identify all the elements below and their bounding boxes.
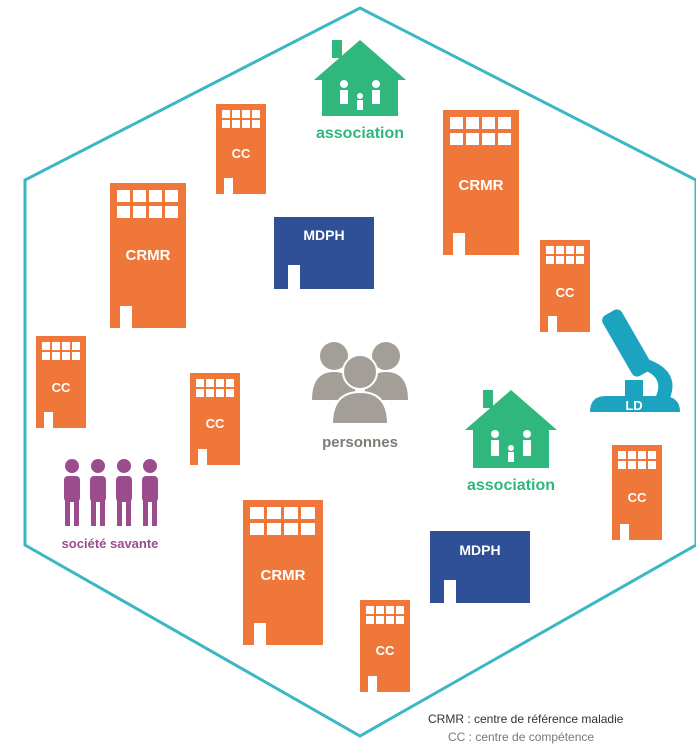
cc-label: CC (556, 285, 575, 300)
people-group-icon (64, 459, 158, 526)
association-top: association (314, 40, 406, 142)
cc-building: CC (360, 600, 410, 692)
cc-building: CC (216, 104, 266, 194)
microscope-icon (590, 309, 680, 412)
association-right: association (465, 390, 557, 494)
cc-label: CC (376, 643, 395, 658)
mdph-office: MDPH (430, 531, 530, 603)
cc-label: CC (52, 380, 71, 395)
societe-savante: société savante (62, 459, 159, 551)
cc-building: CC (36, 336, 86, 428)
legend-line-1: CRMR : centre de référence maladie (428, 712, 624, 726)
ld-label: LD (625, 398, 642, 413)
hexagon-frame (23, 6, 696, 738)
personnes-label: personnes (322, 434, 398, 451)
mdph-office: MDPH (274, 217, 374, 289)
legend-line-2: CC : centre de compétence (448, 730, 595, 744)
cc-building: CC (612, 445, 662, 540)
cc-label: CC (232, 146, 251, 161)
crmr-label: CRMR (261, 567, 306, 584)
cc-label: CC (206, 416, 225, 431)
mdph-label: MDPH (459, 542, 500, 558)
crmr-building: CRMR (443, 110, 519, 255)
cc-label: CC (628, 490, 647, 505)
association-label: association (467, 477, 555, 494)
crmr-label: CRMR (126, 247, 171, 264)
mdph-label: MDPH (303, 227, 344, 243)
association-label: association (316, 125, 404, 142)
cc-building: CC (540, 240, 590, 332)
personnes-group: personnes (312, 342, 408, 451)
crmr-building: CRMR (110, 183, 186, 328)
ld-lab: LD (590, 309, 680, 413)
crmr-building: CRMR (243, 500, 323, 645)
house-family-icon (465, 390, 557, 468)
societe-label: société savante (62, 536, 159, 551)
people-group-icon (312, 342, 408, 425)
crmr-label: CRMR (459, 177, 504, 194)
house-family-icon (314, 40, 406, 116)
cc-building: CC (190, 373, 240, 465)
